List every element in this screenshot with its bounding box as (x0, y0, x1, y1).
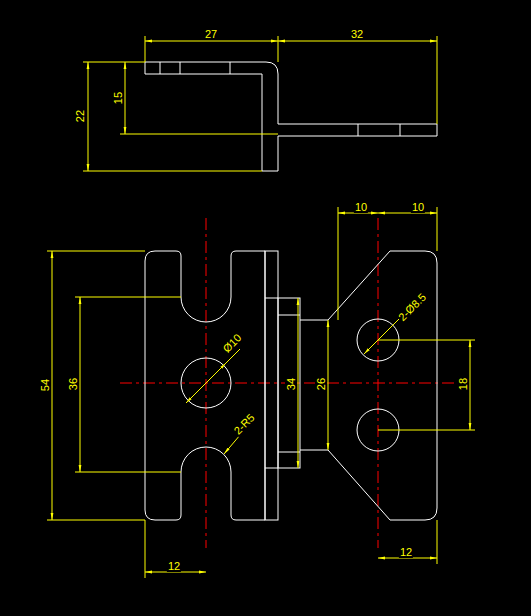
dimension-text: 34 (285, 377, 297, 391)
dimension-text: 2-Ø8.5 (395, 290, 429, 324)
dimension-text: 26 (315, 377, 327, 391)
center-lines (120, 218, 455, 548)
dimension-text: Ø10 (220, 331, 245, 356)
dimension-text: 12 (167, 560, 181, 572)
dimension-text: 54 (39, 378, 51, 392)
dimension-text: 18 (457, 377, 469, 391)
dimension-text: 10 (411, 201, 425, 213)
dimension-text: 10 (354, 201, 368, 213)
dimension-text: 32 (350, 28, 364, 40)
dimension-text: 2-R5 (231, 411, 258, 438)
dimension-text: 27 (204, 28, 218, 40)
dimension-text: 36 (67, 377, 79, 391)
front-view (145, 251, 437, 520)
dimension-text: 12 (399, 546, 413, 558)
dimension-text: 15 (112, 91, 124, 105)
dimension-lines (47, 36, 475, 578)
dimension-text: 22 (74, 109, 86, 123)
top-view (145, 62, 437, 171)
